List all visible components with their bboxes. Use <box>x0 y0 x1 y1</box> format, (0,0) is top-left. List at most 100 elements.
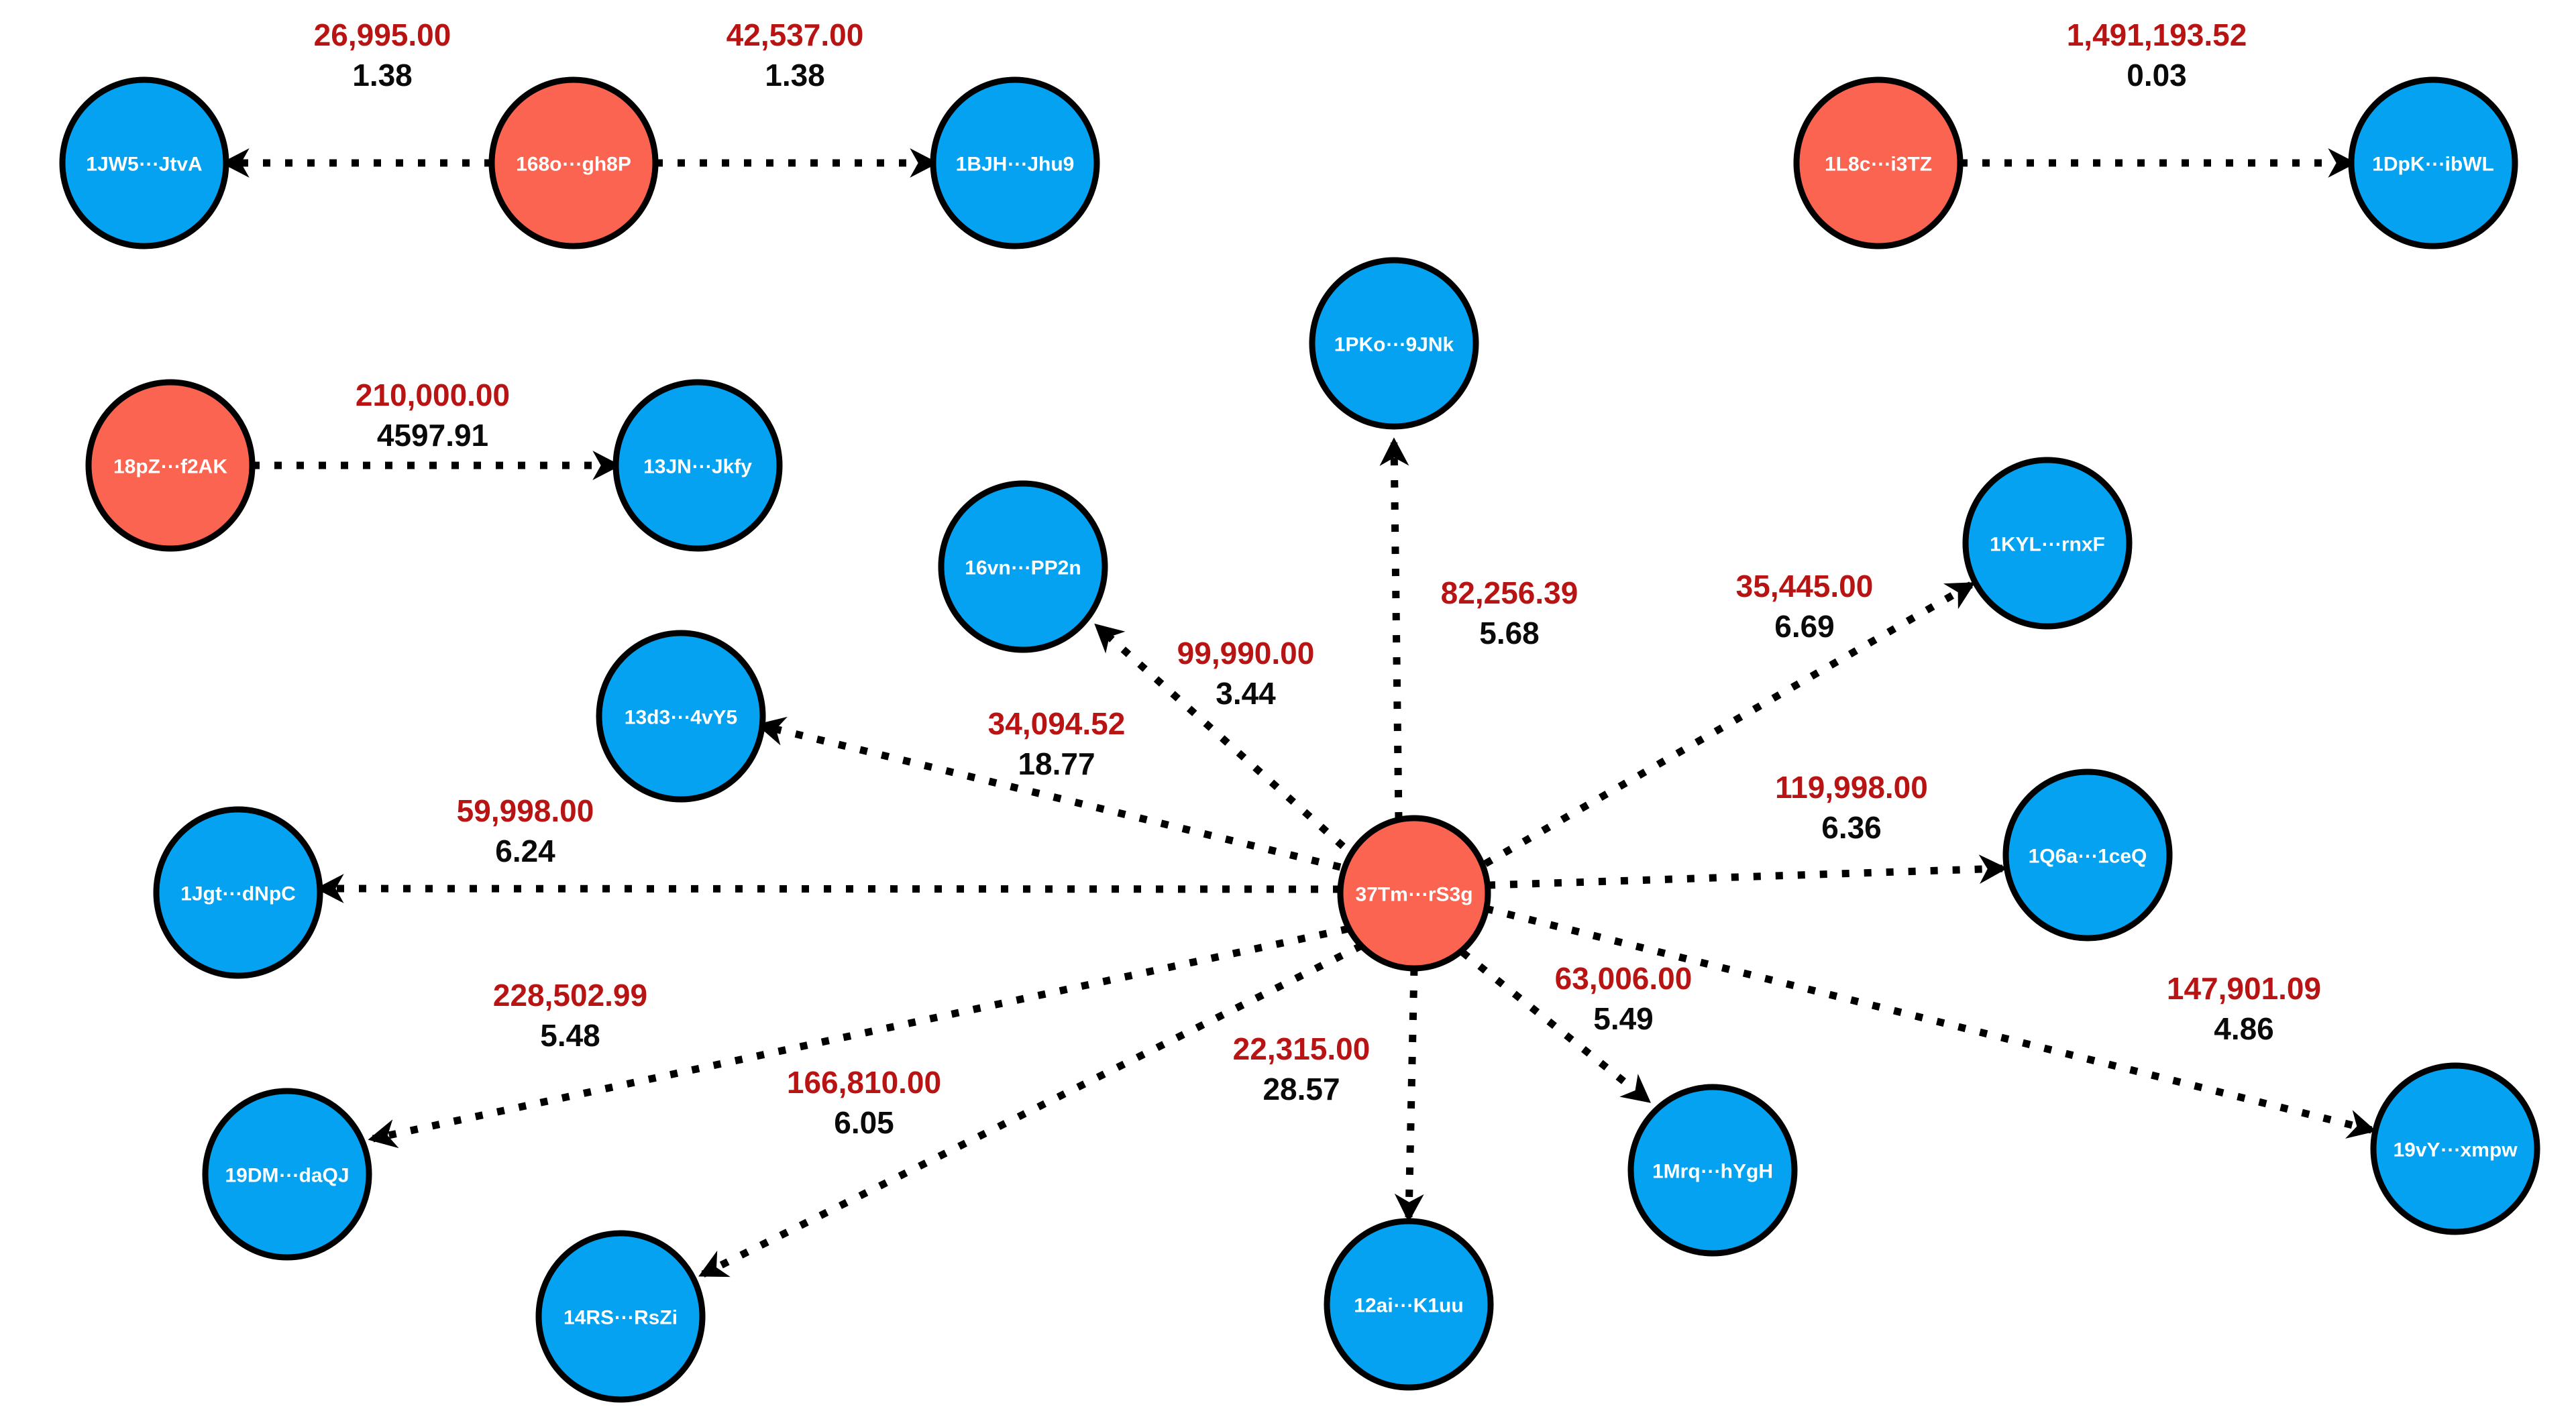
graph-node-37tm[interactable]: 37Tm⋯rS3g <box>1337 815 1491 972</box>
node-label: 16vn⋯PP2n <box>965 557 1081 579</box>
edge-label-group: 166,810.006.05 <box>787 1065 941 1140</box>
edge-amount-label: 22,315.00 <box>1233 1031 1371 1066</box>
graph-node-1bjh[interactable]: 1BJH⋯Jhu9 <box>930 76 1100 249</box>
edge-amount-label: 166,810.00 <box>787 1065 941 1100</box>
graph-node-1pko[interactable]: 1PKo⋯9JNk <box>1309 257 1479 430</box>
edge-amount-label: 210,000.00 <box>356 378 510 412</box>
graph-node-1q6a[interactable]: 1Q6a⋯1ceQ <box>2002 769 2173 942</box>
edge-weight-label: 1.38 <box>352 58 413 93</box>
edge-amount-label: 34,094.52 <box>988 706 1126 741</box>
edge-weight-label: 6.36 <box>1821 810 1882 845</box>
edge-weight-label: 6.24 <box>495 834 555 868</box>
node-label: 1Q6a⋯1ceQ <box>2029 846 2147 868</box>
node-label: 13d3⋯4vY5 <box>625 707 737 729</box>
graph-node-12ai[interactable]: 12ai⋯K1uu <box>1324 1218 1494 1391</box>
graph-node-13jn[interactable]: 13JN⋯Jkfy <box>612 379 783 552</box>
graph-node-1l8c[interactable]: 1L8c⋯i3TZ <box>1793 76 1964 249</box>
node-circle <box>596 630 766 803</box>
node-circle <box>930 76 1100 249</box>
graph-edge[interactable] <box>698 942 1364 1277</box>
edge-label-group: 63,006.00 5.49 <box>1555 961 1693 1036</box>
edge-amount-label: 147,901.09 <box>2167 971 2321 1006</box>
edge-label-group: 42,537.00 1.38 <box>727 17 864 93</box>
edge-weight-label: 1.38 <box>765 58 825 93</box>
edge-weight-label: 28.57 <box>1263 1072 1340 1106</box>
edge-weight-label: 3.44 <box>1216 676 1276 711</box>
edge-label-group: 22,315.00 28.57 <box>1233 1031 1371 1106</box>
nodes-layer: 1JW5⋯JtvA 168o⋯gh8P 1BJH⋯Jhu9 1L8c⋯i3TZ 1DpK… <box>59 76 2540 1403</box>
edge-weight-label: 18.77 <box>1018 746 1095 781</box>
node-label: 1L8c⋯i3TZ <box>1825 154 1932 176</box>
node-circle <box>2370 1062 2540 1235</box>
node-label: 1PKo⋯9JNk <box>1334 334 1454 356</box>
graph-node-18pz[interactable]: 18pZ⋯f2AK <box>85 379 256 552</box>
edge-amount-label: 63,006.00 <box>1555 961 1693 996</box>
node-label: 1KYL⋯rnxF <box>1990 534 2105 556</box>
node-circle <box>202 1088 372 1261</box>
node-label: 37Tm⋯rS3g <box>1355 884 1472 906</box>
edge-amount-label: 35,445.00 <box>1736 569 1874 604</box>
graph-node-14rs[interactable]: 14RS⋯RsZi <box>535 1230 706 1403</box>
edges-layer <box>221 148 2377 1277</box>
graph-node-13d3[interactable]: 13d3⋯4vY5 <box>596 630 766 803</box>
node-circle <box>59 76 229 249</box>
node-circle <box>85 379 256 552</box>
graph-node-19dm[interactable]: 19DM⋯daQJ <box>202 1088 372 1261</box>
edge-label-group: 26,995.001.38 <box>314 17 451 93</box>
edge-weight-label: 4.86 <box>2214 1011 2274 1046</box>
node-circle <box>488 76 659 249</box>
graph-node-1kyl[interactable]: 1KYL⋯rnxF <box>1962 457 2133 630</box>
edge-line <box>698 942 1364 1277</box>
edge-amount-label: 119,998.00 <box>1775 770 1928 805</box>
node-label: 1JW5⋯JtvA <box>86 154 202 176</box>
edge-amount-label: 59,998.00 <box>457 793 594 828</box>
graph-node-16vn[interactable]: 16vn⋯PP2n <box>938 480 1108 653</box>
edge-amount-label: 228,502.99 <box>493 978 647 1013</box>
edge-label-group: 59,998.00 6.24 <box>457 793 594 868</box>
edge-weight-label: 4597.91 <box>377 418 488 453</box>
node-label: 18pZ⋯f2AK <box>113 456 227 478</box>
graph-node-1jw5[interactable]: 1JW5⋯JtvA <box>59 76 229 249</box>
node-label: 1BJH⋯Jhu9 <box>956 154 1075 176</box>
graph-node-1jgt[interactable]: 1Jgt⋯dNpC <box>153 806 323 979</box>
graph-edge[interactable] <box>1487 854 2008 889</box>
node-circle <box>1793 76 1964 249</box>
edge-weight-label: 0.03 <box>2127 58 2187 93</box>
graph-edge[interactable] <box>1379 437 1409 820</box>
edge-label-group: 210,000.00 4597.91 <box>356 378 510 453</box>
node-circle <box>1324 1218 1494 1391</box>
node-label: 168o⋯gh8P <box>516 154 631 176</box>
graph-edge[interactable] <box>1483 581 1976 867</box>
node-circle <box>1337 815 1491 972</box>
edge-weight-label: 5.48 <box>540 1018 600 1053</box>
edge-labels-layer: 26,995.001.38 42,537.00 1.38 1,491,193.520.… <box>314 17 2321 1140</box>
edge-label-group: 35,445.006.69 <box>1736 569 1874 644</box>
graph-node-19vy[interactable]: 19vY⋯xmpw <box>2370 1062 2540 1235</box>
edge-label-group: 228,502.99 5.48 <box>493 978 647 1053</box>
edge-weight-label: 5.49 <box>1593 1001 1654 1036</box>
node-label: 14RS⋯RsZi <box>564 1307 678 1329</box>
node-label: 1Mrq⋯hYgH <box>1652 1161 1773 1183</box>
edge-label-group: 99,990.00 3.44 <box>1177 636 1315 711</box>
edge-label-group: 147,901.09 4.86 <box>2167 971 2321 1046</box>
edge-line <box>1483 581 1976 867</box>
node-circle <box>2348 76 2518 249</box>
edge-label-group: 1,491,193.520.03 <box>2067 17 2247 93</box>
node-label: 19DM⋯daQJ <box>225 1165 349 1187</box>
node-circle <box>938 480 1108 653</box>
edge-amount-label: 42,537.00 <box>727 17 864 52</box>
node-circle <box>1309 257 1479 430</box>
node-circle <box>2002 769 2173 942</box>
edge-label-group: 82,256.395.68 <box>1441 575 1578 650</box>
node-label: 1Jgt⋯dNpC <box>180 883 296 905</box>
graph-edge[interactable] <box>1394 968 1424 1223</box>
graph-node-1mrq[interactable]: 1Mrq⋯hYgH <box>1627 1084 1798 1257</box>
graph-node-1dpk[interactable]: 1DpK⋯ibWL <box>2348 76 2518 249</box>
node-circle <box>612 379 783 552</box>
edge-amount-label: 99,990.00 <box>1177 636 1315 671</box>
graph-node-168o[interactable]: 168o⋯gh8P <box>488 76 659 249</box>
edge-label-group: 34,094.52 18.77 <box>988 706 1126 781</box>
edge-label-group: 119,998.00 6.36 <box>1775 770 1928 845</box>
node-label: 1DpK⋯ibWL <box>2372 154 2494 176</box>
